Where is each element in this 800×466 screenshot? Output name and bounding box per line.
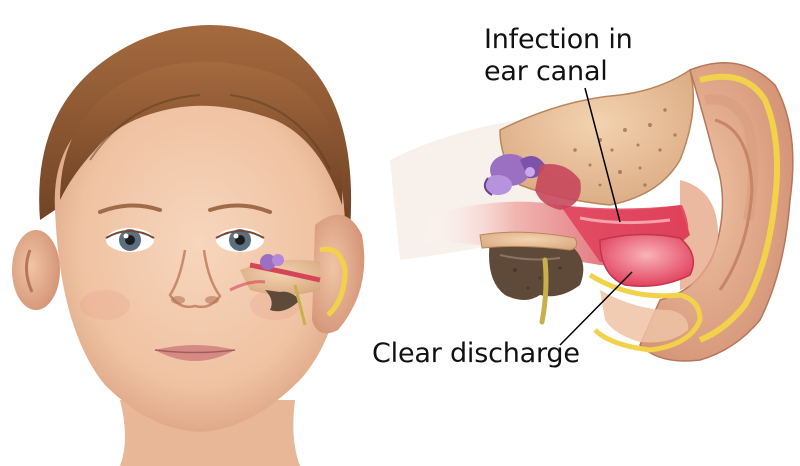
child-face [12, 25, 364, 466]
label-infection-line1: Infection in [484, 24, 684, 56]
right-eye [216, 228, 264, 252]
label-infection-in-ear-canal: Infection in ear canal [484, 24, 684, 88]
left-eye [106, 228, 154, 252]
left-ear [12, 230, 60, 310]
ear-cross-section [390, 63, 793, 361]
clear-discharge [600, 234, 693, 286]
label-infection-line2: ear canal [484, 56, 684, 88]
label-clear-discharge: Clear discharge [372, 338, 580, 370]
temporal-bone [500, 70, 693, 205]
